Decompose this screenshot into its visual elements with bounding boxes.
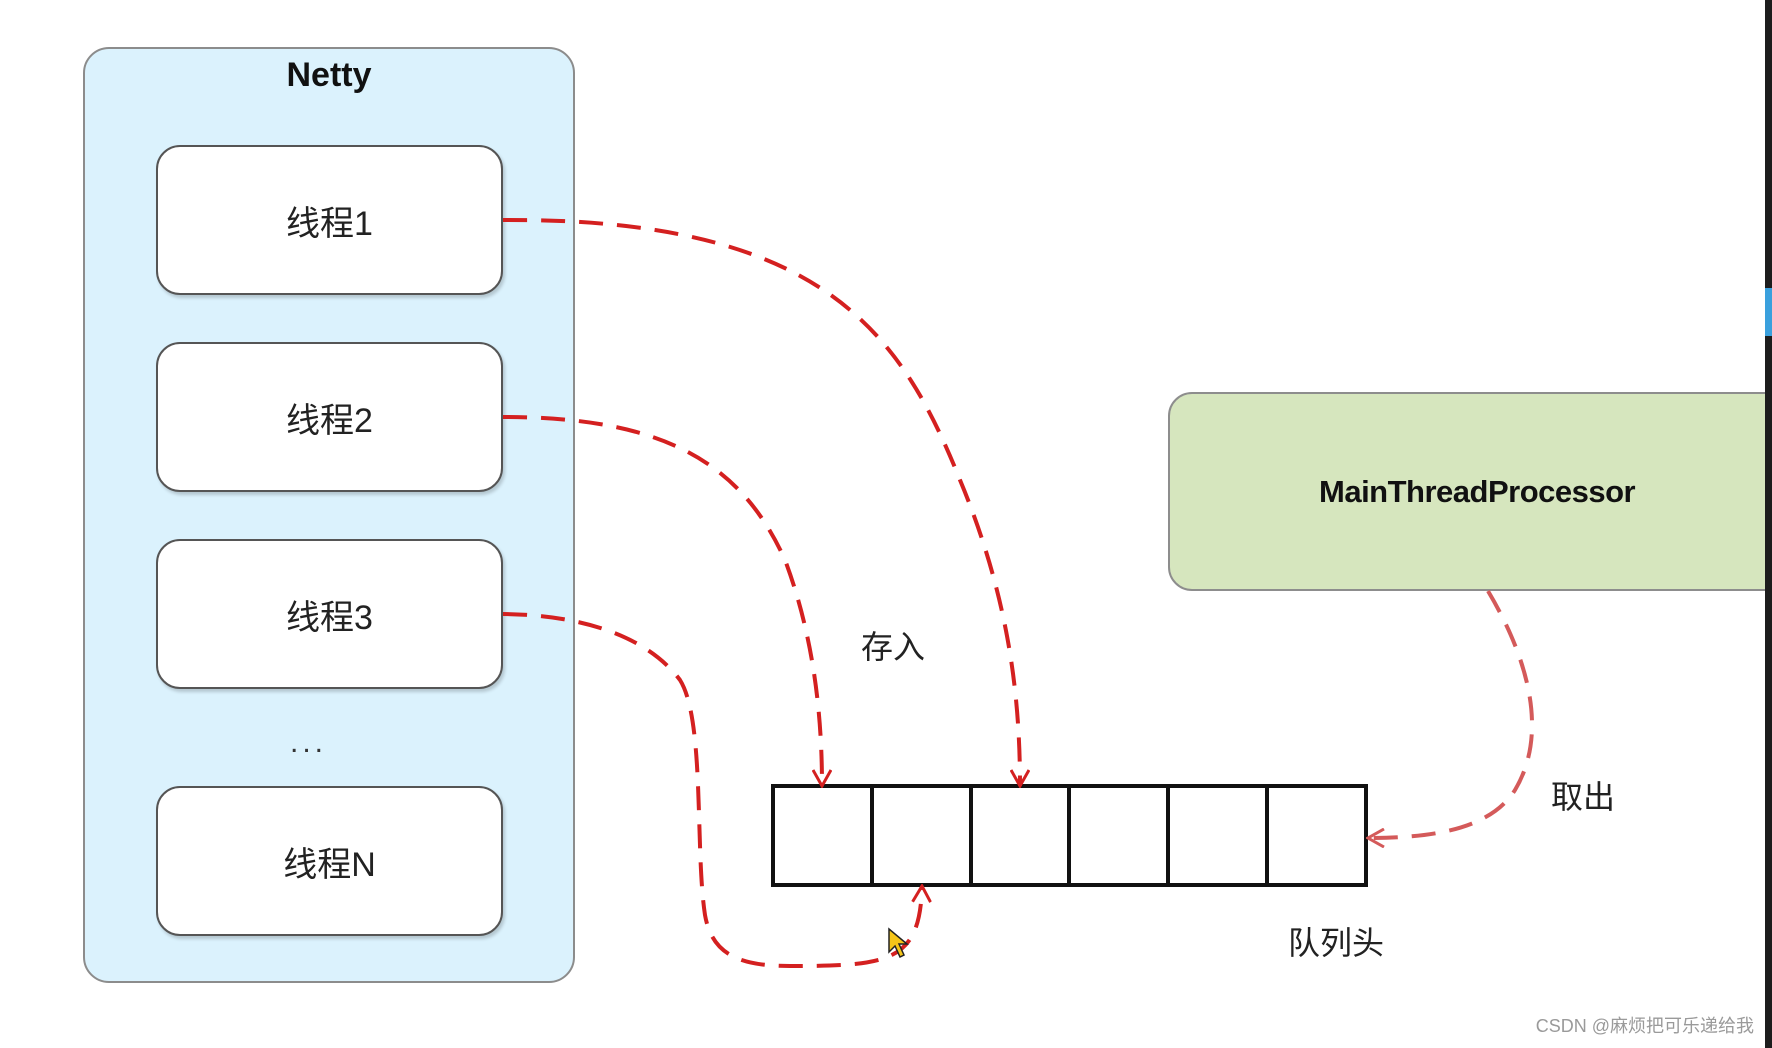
- thread-1-label: 线程1: [286, 204, 373, 243]
- mouse-cursor-icon: [888, 927, 910, 959]
- main-thread-processor-box: MainThreadProcessor: [1168, 392, 1772, 591]
- watermark: CSDN @麻烦把可乐递给我: [1535, 1016, 1754, 1036]
- thread-n-box: 线程N: [156, 786, 503, 936]
- thread-3-box: 线程3: [156, 539, 503, 689]
- queue: [771, 784, 1368, 887]
- take-arrow: [1368, 589, 1534, 838]
- window-edge: [1765, 0, 1772, 1048]
- take-label: 取出: [1551, 779, 1616, 815]
- thread-1-arrow: [502, 217, 1020, 786]
- thread-2-box: 线程2: [156, 342, 503, 492]
- thread-ellipsis: ...: [290, 726, 328, 759]
- thread-1-box: 线程1: [156, 145, 503, 295]
- thread-2-label: 线程2: [286, 401, 373, 440]
- main-thread-processor-label: MainThreadProcessor: [1319, 473, 1636, 509]
- thread-2-arrow: [502, 415, 822, 786]
- queue-head-label: 队列头: [1288, 925, 1385, 961]
- netty-title: Netty: [286, 56, 372, 94]
- scrollbar-thumb[interactable]: [1765, 288, 1772, 336]
- thread-3-arrow: [502, 612, 922, 969]
- store-label: 存入: [861, 629, 926, 665]
- thread-n-label: 线程N: [283, 845, 376, 884]
- thread-3-label: 线程3: [286, 598, 373, 637]
